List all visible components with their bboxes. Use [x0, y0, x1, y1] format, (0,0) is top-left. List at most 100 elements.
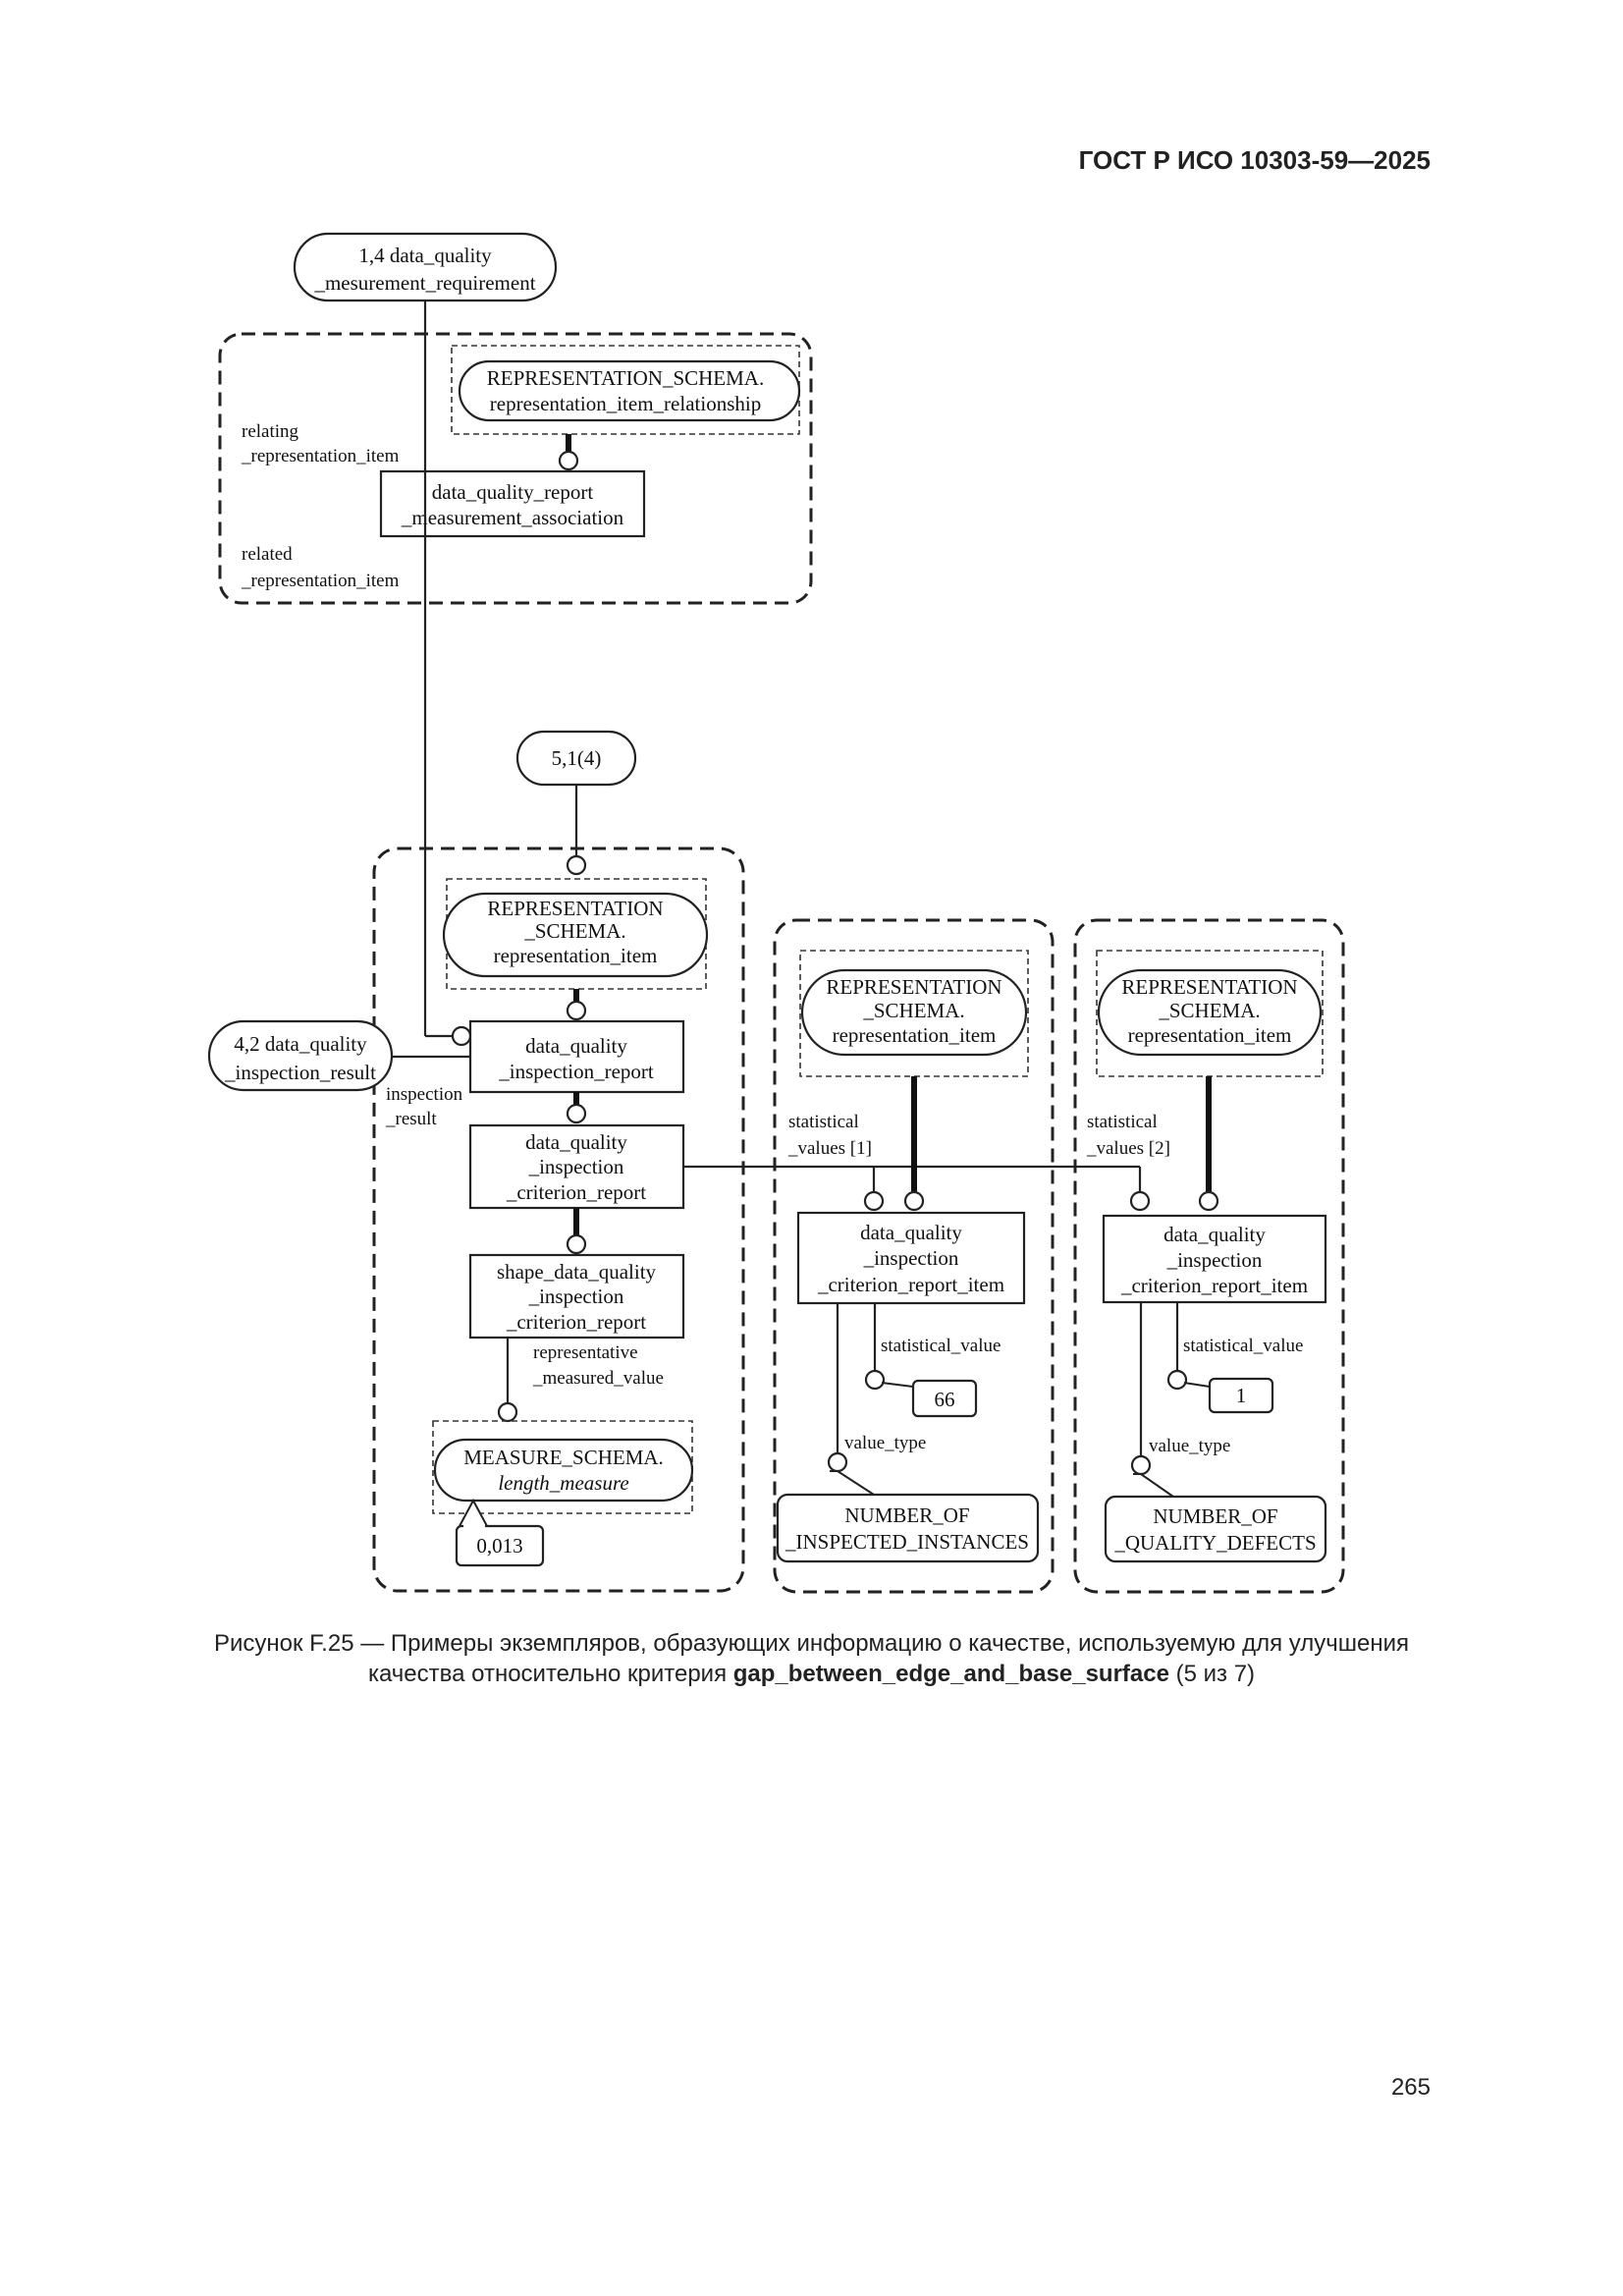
left-dashed-group [372, 847, 745, 1593]
attribute-circle [827, 1451, 848, 1473]
svg-text:shape_data_quality: shape_data_quality [497, 1260, 657, 1284]
attribute-circle [1130, 1454, 1152, 1476]
svg-text:REPRESENTATION: REPRESENTATION [826, 975, 1001, 999]
svg-text:_values [2]: _values [2] [1086, 1138, 1170, 1159]
svg-text:data_quality_report: data_quality_report [432, 480, 594, 504]
svg-text:NUMBER_OF: NUMBER_OF [844, 1503, 969, 1527]
svg-text:length_measure: length_measure [498, 1471, 628, 1495]
page-ref-4-2-inspection-result: 4,2 data_quality _inspection_result [207, 1019, 394, 1092]
svg-text:_criterion_report_item: _criterion_report_item [1120, 1274, 1308, 1297]
svg-text:REPRESENTATION: REPRESENTATION [1121, 975, 1297, 999]
svg-text:5,1(4): 5,1(4) [552, 746, 602, 770]
svg-text:_criterion_report: _criterion_report [506, 1180, 646, 1204]
attribute-circle [497, 1401, 518, 1423]
svg-text:MEASURE_SCHEMA.: MEASURE_SCHEMA. [463, 1446, 664, 1469]
label-related: related [242, 544, 293, 565]
shape-data-quality-inspection-criterion-report-entity: shape_data_quality _inspection _criterio… [468, 1253, 685, 1339]
svg-text:4,2 data_quality: 4,2 data_quality [234, 1032, 367, 1056]
svg-text:data_quality: data_quality [860, 1221, 962, 1244]
caption-line-2: качества относительно критерия gap_betwe… [367, 1661, 1256, 1687]
svg-text:representation_item_relationsh: representation_item_relationship [490, 392, 761, 415]
stat-value-1-callout: 66 [881, 1379, 978, 1418]
svg-text:_values [1]: _values [1] [787, 1138, 872, 1159]
svg-text:REPRESENTATION_SCHEMA.: REPRESENTATION_SCHEMA. [487, 366, 764, 390]
measure-value-callout: 0,013 [455, 1498, 545, 1567]
figure-caption: Рисунок F.25 — Примеры экземпляров, обра… [98, 1628, 1525, 1689]
svg-text:_INSPECTED_INSTANCES: _INSPECTED_INSTANCES [784, 1530, 1029, 1554]
svg-text:_SCHEMA.: _SCHEMA. [523, 919, 625, 943]
svg-text:data_quality: data_quality [1163, 1223, 1266, 1246]
subtype-circle [903, 1190, 925, 1212]
attribute-circle [1166, 1369, 1188, 1391]
svg-text:representation_item: representation_item [494, 944, 658, 967]
middle-dashed-group [773, 918, 1055, 1594]
svg-text:1,4 data_quality: 1,4 data_quality [358, 244, 492, 267]
svg-text:data_quality: data_quality [525, 1130, 627, 1154]
data-quality-inspection-report-entity: data_quality _inspection_report [468, 1019, 685, 1094]
measure-schema-length-measure-entity: MEASURE_SCHEMA. length_measure [433, 1438, 694, 1503]
svg-text:0,013: 0,013 [476, 1534, 522, 1558]
svg-text:_result: _result [385, 1109, 437, 1129]
data-quality-inspection-criterion-report-entity: data_quality _inspection _criterion_repo… [468, 1123, 685, 1210]
subtype-circle [558, 450, 579, 471]
standard-header: ГОСТ Р ИСО 10303-59—2025 [1078, 145, 1431, 175]
svg-text:representation_item: representation_item [833, 1023, 997, 1047]
subtype-circle [566, 1103, 587, 1124]
svg-text:_QUALITY_DEFECTS: _QUALITY_DEFECTS [1113, 1531, 1316, 1555]
svg-text:_inspection_report: _inspection_report [498, 1060, 654, 1083]
svg-text:_SCHEMA.: _SCHEMA. [1158, 999, 1260, 1022]
label-relating: relating [242, 421, 299, 442]
page-number: 265 [1390, 2074, 1431, 2101]
subtype-circle [1198, 1190, 1219, 1212]
rel-schema-frame [451, 345, 800, 435]
svg-text:_measurement_association: _measurement_association [401, 506, 624, 529]
label-statistical-values-2: statistical [1087, 1112, 1158, 1132]
svg-text:_inspection: _inspection [1166, 1248, 1263, 1272]
svg-text:_inspection: _inspection [528, 1155, 624, 1178]
label-inspection-result: inspection [386, 1084, 463, 1105]
svg-text:1: 1 [1236, 1384, 1247, 1407]
attribute-circle [864, 1369, 886, 1391]
page-ref-5-1-4: 5,1(4) [515, 730, 637, 787]
svg-text:_measured_value: _measured_value [532, 1368, 664, 1389]
stat-value-2-callout: 1 [1183, 1377, 1274, 1414]
upper-dashed-group [218, 332, 813, 605]
svg-text:_SCHEMA.: _SCHEMA. [862, 999, 964, 1022]
label-value-type-2: value_type [1149, 1436, 1230, 1456]
svg-text:_representation_item: _representation_item [241, 446, 400, 466]
attribute-circle [1129, 1190, 1151, 1212]
enum-number-of-inspected-instances: NUMBER_OF _INSPECTED_INSTANCES [776, 1470, 1040, 1563]
representation-item-entity-1: REPRESENTATION _SCHEMA. representation_i… [800, 968, 1028, 1057]
svg-text:_criterion_report_item: _criterion_report_item [817, 1273, 1004, 1296]
attribute-circle [451, 1025, 472, 1047]
svg-text:_representation_item: _representation_item [241, 571, 400, 591]
svg-text:_criterion_report: _criterion_report [506, 1310, 646, 1334]
svg-text:NUMBER_OF: NUMBER_OF [1153, 1504, 1277, 1528]
label-value-type-1: value_type [844, 1433, 926, 1453]
svg-text:representation_item: representation_item [1128, 1023, 1292, 1047]
representation-item-entity-main: REPRESENTATION _SCHEMA. representation_i… [442, 892, 709, 978]
label-representative-measured-value: representative [533, 1342, 638, 1363]
svg-text:66: 66 [935, 1388, 955, 1411]
subtype-circle [566, 1233, 587, 1255]
label-statistical-value-2: statistical_value [1183, 1336, 1303, 1356]
criterion-report-item-entity-1: data_quality _inspection _criterion_repo… [796, 1211, 1026, 1305]
page-ref-data-quality-measurement-requirement: 1,4 data_quality _mesurement_requirement [293, 232, 558, 302]
representation-item-relationship-entity: REPRESENTATION_SCHEMA. representation_it… [458, 359, 801, 422]
caption-line-1: Рисунок F.25 — Примеры экземпляров, обра… [214, 1630, 1409, 1657]
enum-number-of-quality-defects: NUMBER_OF _QUALITY_DEFECTS [1104, 1473, 1327, 1563]
right-dashed-group [1073, 918, 1345, 1594]
svg-text:_inspection: _inspection [863, 1246, 959, 1270]
svg-text:_inspection: _inspection [528, 1285, 624, 1308]
criterion-report-item-entity-2: data_quality _inspection _criterion_repo… [1102, 1214, 1327, 1304]
data-quality-report-measurement-association-entity: data_quality_report _measurement_associa… [379, 469, 646, 538]
svg-text:_mesurement_requirement: _mesurement_requirement [313, 271, 535, 295]
svg-text:_inspection_result: _inspection_result [224, 1061, 376, 1084]
label-statistical-values-1: statistical [788, 1112, 859, 1132]
svg-text:REPRESENTATION: REPRESENTATION [487, 897, 663, 920]
label-statistical-value-1: statistical_value [881, 1336, 1001, 1356]
attribute-circle [863, 1190, 885, 1212]
subtype-circle [566, 1000, 587, 1021]
